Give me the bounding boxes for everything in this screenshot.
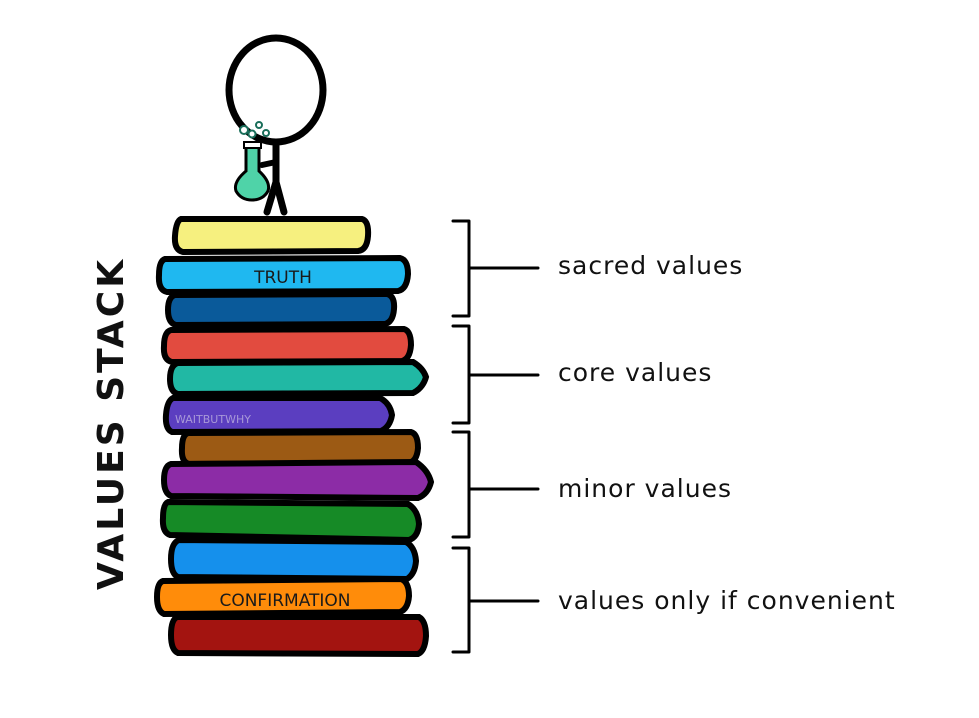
bracket-core: [451, 324, 540, 425]
book-4: [160, 325, 415, 366]
tier-label-minor: minor values: [558, 474, 732, 503]
flask-icon: [234, 121, 271, 202]
book-stack: [153, 216, 435, 658]
book-5: [166, 358, 430, 398]
book-11: [153, 575, 413, 618]
stick-figure: [225, 34, 327, 216]
book-12: [167, 614, 430, 658]
stick-figure-arm: [259, 159, 279, 168]
book-9: [159, 498, 423, 544]
book-1: [171, 216, 372, 256]
book-10: [167, 536, 420, 583]
book-8: [160, 458, 435, 502]
bracket-sacred: [451, 219, 540, 318]
book-label-watermark: WAITBUTWHY: [175, 413, 251, 426]
book-label-confirmation: CONFIRMATION: [219, 591, 350, 611]
book-3: [164, 290, 398, 329]
book-7: [178, 428, 422, 468]
book-2: [155, 254, 412, 296]
tier-label-sacred: sacred values: [558, 251, 744, 280]
stick-figure-leg-right: [272, 178, 288, 216]
tier-label-core: core values: [558, 358, 713, 387]
bracket-convenient: [451, 546, 540, 654]
book-label-truth: TRUTH: [253, 268, 312, 288]
bracket-minor: [451, 430, 540, 539]
tier-brackets: [451, 219, 540, 654]
values-stack-title: VALUES STACK: [91, 256, 132, 590]
tier-label-convenient: values only if convenient: [558, 586, 896, 615]
